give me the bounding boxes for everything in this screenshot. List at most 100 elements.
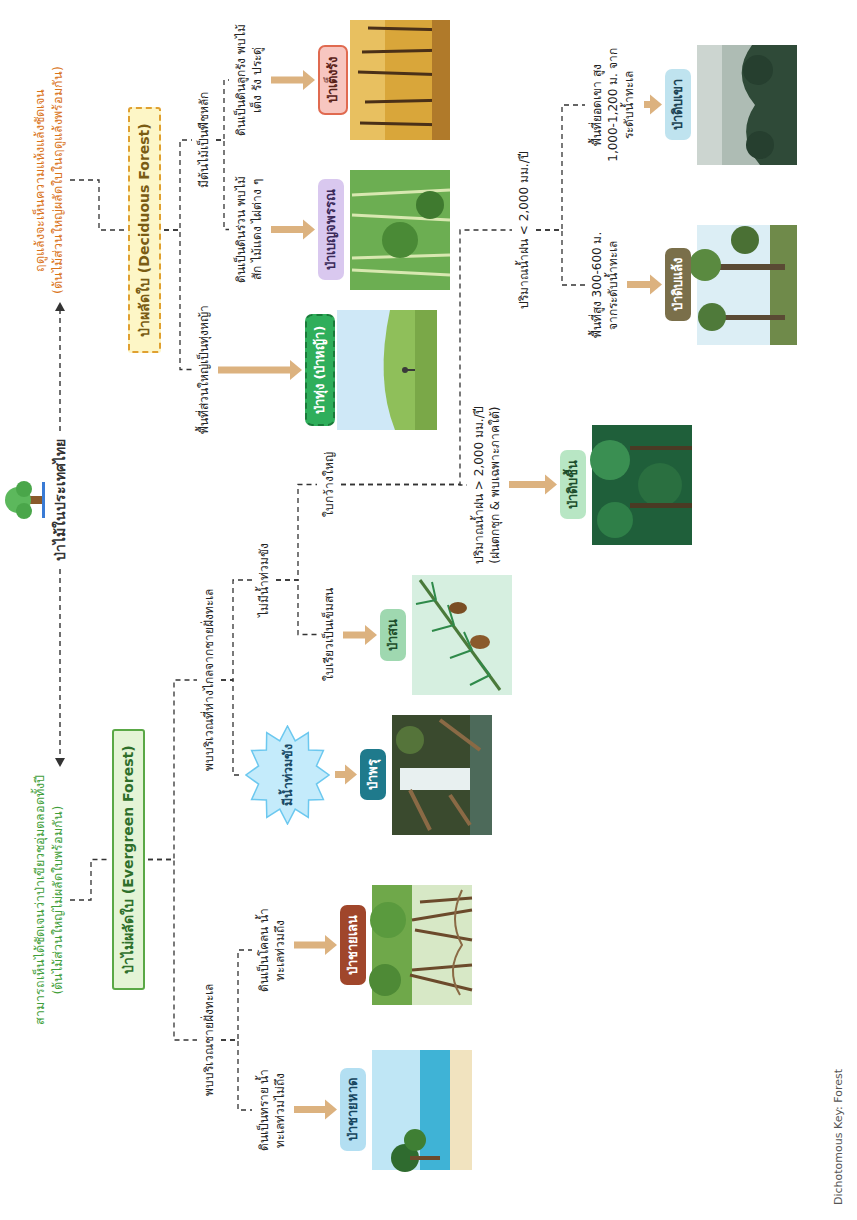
- connector: [276, 485, 317, 581]
- key-step: ปริมาณน้ำฝน > 2,000 มม./ปี(ฝนตกชุก & พบเ…: [470, 403, 504, 567]
- node-text: พบบริเวณชายฝั่งทะเล: [201, 984, 217, 1096]
- connector: [536, 230, 585, 285]
- key-step: ใบกว้างใหญ่: [320, 449, 338, 520]
- category-box: ป่าผลัดใบ (Deciduous Forest): [128, 107, 161, 353]
- connector: [221, 1040, 252, 1110]
- forest-box: ป่าดิบเขา: [665, 69, 691, 140]
- connector: [164, 140, 192, 230]
- connector: [148, 860, 197, 1041]
- forest-box: ป่าเบญจพรรณ: [318, 179, 344, 280]
- dry-evergreen-photo: [689, 225, 797, 345]
- forest-box: ป่าพรุ: [360, 749, 386, 800]
- key-step: พื้นที่ส่วนใหญ่เป็นทุ่งหญ้า: [195, 302, 213, 437]
- tree-icon: [5, 481, 45, 519]
- root-title: ป่าไม้ในประเทศไทย: [48, 435, 72, 565]
- node-text: ดินเป็นทราย น้ำทะเลท่วมไม่ถึง: [256, 1058, 288, 1162]
- node-text: ปริมาณน้ำฝน > 2,000 มม./ปี: [471, 406, 487, 564]
- connector: [509, 475, 557, 495]
- forest-box: ป่าสน: [380, 609, 406, 661]
- node-text: ปริมาณน้ำฝน < 2,000 มม./ปี: [516, 151, 532, 309]
- connector: [627, 275, 662, 295]
- key-step: ไม่มีน้ำท่วมขัง: [255, 540, 273, 620]
- node-text: พื้นที่ยอดเขา สูง 1,000-1,200 ม. จากระดั…: [589, 43, 638, 167]
- forest-box: ป่าชายเลน: [340, 905, 366, 985]
- branch-note: สามารถเห็นได้ชัดเจนว่าป่าเขียวชอุ่มตลอดท…: [30, 771, 67, 1029]
- key-step: ปริมาณน้ำฝน < 2,000 มม./ปี: [515, 148, 533, 312]
- connector: [276, 580, 317, 635]
- connector: [164, 230, 192, 370]
- key-step: พบบริเวณที่ห่างไกลจากชายฝั่งทะเล: [200, 586, 218, 774]
- connector: [221, 950, 252, 1040]
- key-step: ดินเป็นดินลูกรัง พบไม้เต็ง รัง ประดู่: [232, 20, 266, 140]
- connector: [216, 80, 229, 140]
- forest-box: ป่าดิบแล้ง: [665, 248, 691, 321]
- node-text: (ต้นไม้ส่วนใหญ่ไม่ผลัดใบพร้อมกัน): [49, 775, 67, 1025]
- connector: [343, 625, 377, 645]
- node-text: สามารถเห็นได้ชัดเจนว่าป่าเขียวชอุ่มตลอดท…: [31, 775, 49, 1025]
- forest-box: ป่าเต็งรัง: [318, 45, 348, 115]
- tropical-rainforest-photo: [590, 425, 692, 545]
- key-step: ดินเป็นดินร่วน พบไม้สัก ไม้แดง ไผ่ต่าง ๆ: [232, 167, 266, 292]
- node-text: ป่าเต็งรัง: [325, 57, 341, 103]
- branch-note: ฤดูแล้งจะเห็นความแห้งแล้งชัดเจน(ต้นไม้ส่…: [30, 62, 67, 298]
- node-text: ป่าสน: [385, 619, 401, 651]
- key-step: ดินเป็นทราย น้ำทะเลท่วมไม่ถึง: [255, 1055, 289, 1165]
- node-text: (ต้นไม้ส่วนใหญ่ผลัดใบในฤดูแล้งพร้อมกัน): [49, 66, 67, 294]
- connector: [271, 70, 315, 90]
- connector: [271, 220, 315, 240]
- connector: [644, 95, 662, 115]
- forest-box: ป่าชายหาด: [340, 1068, 366, 1151]
- dry-dipterocarp-photo: [350, 20, 450, 140]
- node-text: (ฝนตกชุก & พบเฉพาะภาคใต้): [487, 406, 503, 564]
- connector: [218, 360, 302, 380]
- connector: [536, 105, 585, 230]
- node-text: ป่าดิบแล้ง: [670, 258, 686, 311]
- key-step: ใบเรียวเป็นเข็มสน: [320, 585, 338, 684]
- node-text: ป่าพรุ: [365, 759, 381, 790]
- node-text: ใบเรียวเป็นเข็มสน: [321, 588, 337, 681]
- peat-swamp-photo: [392, 715, 492, 835]
- node-text: ป่าชายเลน: [345, 915, 361, 975]
- mangrove-photo: [369, 885, 472, 1005]
- connector: [55, 302, 65, 431]
- key-step: พบบริเวณชายฝั่งทะเล: [200, 981, 218, 1099]
- node-text: มีน้ำท่วมขัง: [278, 744, 298, 806]
- node-text: ไม่มีน้ำท่วมขัง: [256, 543, 272, 617]
- forest-box: ป่าดิบชื้น: [560, 450, 586, 519]
- connector: [221, 580, 252, 680]
- node-text: ดินเป็นดินลูกรัง พบไม้เต็ง รัง ประดู่: [233, 23, 265, 137]
- connector: [294, 935, 337, 955]
- node-text: ดินเป็นดินร่วน พบไม้สัก ไม้แดง ไผ่ต่าง ๆ: [233, 170, 265, 289]
- key-step: พื้นที่ยอดเขา สูง 1,000-1,200 ม. จากระดั…: [588, 40, 639, 170]
- node-text: พื้นที่สูง 300-600 ม. จากระดับน้ำทะเล: [589, 223, 621, 347]
- pine-photo: [412, 575, 512, 695]
- mixed-deciduous-photo: [350, 170, 450, 290]
- connector: [55, 569, 65, 767]
- starburst-outline: [246, 726, 329, 824]
- node-text: ฤดูแล้งจะเห็นความแห้งแล้งชัดเจน: [31, 66, 49, 294]
- node-text: ป่าไม้ในประเทศไทย: [49, 439, 71, 561]
- footer-label: Dichotomous Key: Forest: [832, 1069, 845, 1205]
- key-step: มีต้นไม้เป็นพืชหลัก: [195, 89, 213, 191]
- node-text: ป่าผลัดใบ (Deciduous Forest): [136, 123, 153, 337]
- node-text: ป่าไม่ผลัดใบ (Evergreen Forest): [120, 745, 137, 974]
- connector: [221, 680, 242, 775]
- connector: [294, 1100, 337, 1120]
- connector: [216, 140, 229, 230]
- node-text: ป่าเบญจพรรณ: [323, 189, 339, 270]
- connector: [70, 860, 109, 901]
- connector: [70, 180, 125, 230]
- node-text: ใบกว้างใหญ่: [321, 452, 337, 517]
- beach-photo: [372, 1050, 472, 1172]
- grassland-photo: [337, 310, 437, 430]
- starburst-step: มีน้ำท่วมขัง: [245, 725, 330, 825]
- connector: [335, 765, 357, 785]
- hill-evergreen-photo: [697, 45, 797, 165]
- category-box: ป่าไม่ผลัดใบ (Evergreen Forest): [112, 729, 145, 990]
- node-text: ป่าดิบชื้น: [565, 460, 581, 509]
- node-text: พบบริเวณที่ห่างไกลจากชายฝั่งทะเล: [201, 589, 217, 771]
- node-text: มีต้นไม้เป็นพืชหลัก: [196, 92, 212, 188]
- key-step: พื้นที่สูง 300-600 ม. จากระดับน้ำทะเล: [588, 220, 622, 350]
- node-text: พื้นที่ส่วนใหญ่เป็นทุ่งหญ้า: [196, 305, 212, 434]
